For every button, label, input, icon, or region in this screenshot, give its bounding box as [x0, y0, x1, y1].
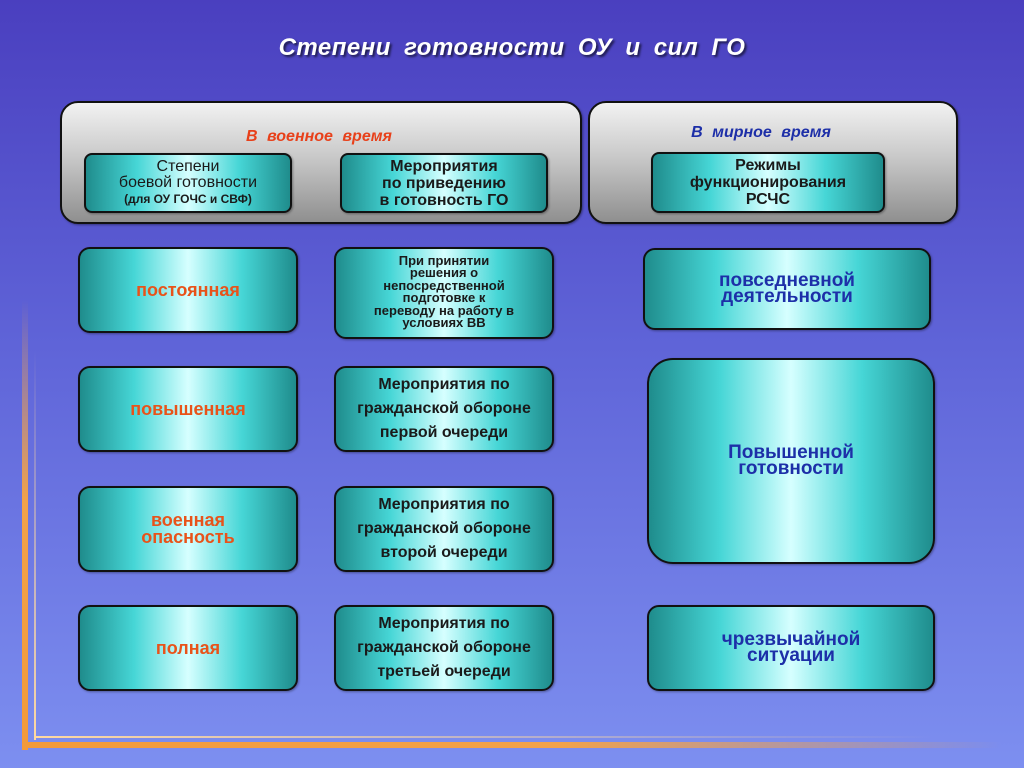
page-title: Степени готовности ОУ и сил ГО [278, 34, 746, 61]
rschs-mode-daily-line2: деятельности [721, 286, 853, 307]
combat-readiness-degrees-box[interactable]: Степени боевой готовности (для ОУ ГОЧС и… [84, 153, 292, 213]
readiness-measures-line1: Мероприятия [390, 157, 498, 175]
readiness-level-military-danger[interactable]: военная опасность [78, 486, 298, 572]
measures-box-third-stage[interactable]: Мероприятия по гражданской обороне треть… [334, 605, 554, 691]
measures-box-decision[interactable]: При принятии решения о непосредственной … [334, 247, 554, 339]
frame-horizontal-thin-line [34, 736, 934, 738]
measures-decision-line1: При принятии [398, 252, 490, 268]
rschs-mode-high-alert-line2: готовности [738, 458, 844, 479]
wartime-heading: В военное время [246, 128, 392, 145]
readiness-level-military-danger-line2: опасность [141, 527, 235, 547]
measures-decision-line6: условиях ВВ [402, 315, 486, 330]
readiness-level-military-danger-line1: военная [150, 510, 226, 530]
rschs-modes-box[interactable]: Режимы функционирования РСЧС [651, 152, 885, 213]
measures-second-line2: гражданской обороне [357, 520, 531, 537]
measures-decision-line3: непосредственной [383, 277, 505, 293]
readiness-measures-line2: по приведению [382, 174, 506, 192]
combat-readiness-line3: (для ОУ ГОЧС и СВФ) [124, 192, 252, 206]
readiness-measures-box[interactable]: Мероприятия по приведению в готовность Г… [340, 153, 548, 213]
measures-decision-line4: подготовке к [402, 290, 486, 305]
peacetime-heading: В мирное время [691, 124, 831, 141]
rschs-mode-emergency-line1: чрезвычайной [721, 629, 861, 650]
rschs-modes-line1: Режимы [735, 157, 801, 174]
measures-third-line2: гражданской обороне [357, 639, 531, 656]
rschs-modes-line2: функционирования [689, 174, 847, 191]
readiness-level-full-label: полная [155, 637, 221, 658]
rschs-mode-emergency[interactable]: чрезвычайной ситуации [647, 605, 935, 691]
readiness-level-permanent[interactable]: постоянная [78, 247, 298, 333]
readiness-measures-line3: в готовность ГО [379, 191, 509, 209]
measures-third-line3: третьей очереди [377, 663, 511, 680]
measures-decision-line2: решения о [409, 265, 479, 280]
rschs-modes-line3: РСЧС [745, 191, 791, 208]
readiness-level-increased-label: повышенная [130, 398, 246, 419]
measures-decision-line5: переводу на работу в [373, 302, 515, 318]
frame-horizontal-line [22, 742, 1002, 748]
measures-first-line2: гражданской обороне [357, 400, 531, 417]
rschs-mode-daily-activity[interactable]: повседневной деятельности [643, 248, 931, 330]
combat-readiness-line2: боевой готовности [118, 174, 258, 191]
measures-first-line3: первой очереди [379, 424, 509, 441]
rschs-mode-high-alert-line1: Повышенной [728, 442, 854, 463]
frame-vertical-thin-line [34, 350, 36, 740]
measures-second-line3: второй очереди [380, 544, 508, 561]
readiness-level-increased[interactable]: повышенная [78, 366, 298, 452]
measures-first-line1: Мероприятия по [378, 376, 510, 393]
measures-third-line1: Мероприятия по [378, 615, 510, 632]
rschs-mode-high-alert[interactable]: Повышенной готовности [647, 358, 935, 564]
measures-box-first-stage[interactable]: Мероприятия по гражданской обороне перво… [334, 366, 554, 452]
rschs-mode-emergency-line2: ситуации [747, 645, 835, 666]
rschs-mode-daily-line1: повседневной [719, 270, 855, 291]
readiness-level-full[interactable]: полная [78, 605, 298, 691]
measures-second-line1: Мероприятия по [378, 496, 510, 513]
measures-box-second-stage[interactable]: Мероприятия по гражданской обороне второ… [334, 486, 554, 572]
frame-vertical-line [22, 300, 28, 750]
combat-readiness-line1: Степени [156, 158, 220, 175]
readiness-level-permanent-label: постоянная [136, 279, 240, 300]
